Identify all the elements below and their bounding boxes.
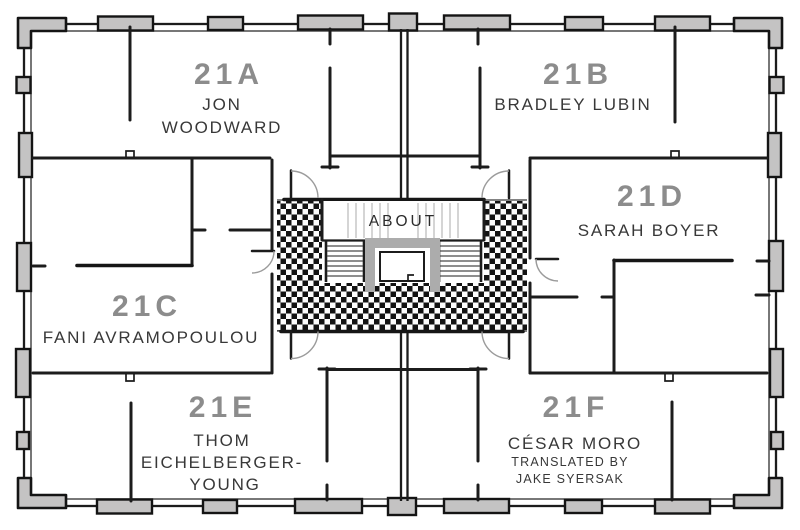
- doors: [250, 169, 560, 360]
- about-room: ABOUT: [320, 198, 486, 242]
- unit-21b-name-line-1[interactable]: BRADLEY LUBIN: [494, 95, 651, 114]
- door-core-top-left: [289, 169, 319, 200]
- unit-21e-name-line-1[interactable]: THOM: [193, 431, 250, 450]
- unit-21a-number[interactable]: 21A: [194, 58, 264, 91]
- unit-21b-number[interactable]: 21B: [543, 58, 613, 91]
- unit-21c-number[interactable]: 21C: [112, 290, 182, 323]
- elevator-core: ABOUT: [277, 197, 527, 334]
- unit-label-21b[interactable]: 21B BRADLEY LUBIN: [494, 58, 651, 114]
- door-core-bottom-left: [289, 330, 319, 360]
- stairs-left: [324, 240, 366, 282]
- door-corridor-left: [250, 249, 276, 274]
- landing-treads: [347, 203, 459, 238]
- unit-21d-number[interactable]: 21D: [617, 180, 687, 213]
- unit-21f-sub-line-1[interactable]: TRANSLATED BY: [511, 455, 628, 469]
- unit-21d-name-line-1[interactable]: SARAH BOYER: [578, 221, 721, 240]
- unit-21e-name-line-3[interactable]: YOUNG: [189, 475, 260, 494]
- elevator-shaft: [365, 238, 440, 292]
- unit-label-21c[interactable]: 21C FANI AVRAMOPOULOU: [43, 290, 259, 347]
- door-corridor-right: [534, 257, 560, 282]
- stairs-right: [437, 240, 483, 282]
- unit-21a-name-line-2[interactable]: WOODWARD: [162, 118, 282, 137]
- unit-21f-sub-line-2[interactable]: JAKE SYERSAK: [516, 472, 624, 486]
- checkerboard-floor: [277, 201, 527, 331]
- unit-label-21f[interactable]: 21F CÉSAR MORO TRANSLATED BY JAKE SYERSA…: [508, 391, 642, 486]
- door-core-bottom-right: [481, 330, 511, 360]
- unit-21a-name-line-1[interactable]: JON: [202, 95, 241, 114]
- unit-21e-number[interactable]: 21E: [189, 391, 257, 424]
- unit-21f-name-line-1[interactable]: CÉSAR MORO: [508, 434, 642, 453]
- unit-label-21e[interactable]: 21E THOM EICHELBERGER- YOUNG: [141, 391, 303, 494]
- unit-21e-name-line-2[interactable]: EICHELBERGER-: [141, 453, 303, 472]
- unit-21c-name-line-1[interactable]: FANI AVRAMOPOULOU: [43, 328, 259, 347]
- door-core-top-right: [481, 169, 511, 200]
- unit-label-21a[interactable]: 21A JON WOODWARD: [162, 58, 282, 137]
- corner-blocks: [16, 16, 784, 510]
- about-link[interactable]: ABOUT: [369, 213, 437, 230]
- window-blocks: [14, 12, 785, 517]
- interior-walls: [31, 25, 771, 503]
- unit-21f-number[interactable]: 21F: [543, 391, 610, 424]
- unit-label-21d[interactable]: 21D SARAH BOYER: [578, 180, 721, 240]
